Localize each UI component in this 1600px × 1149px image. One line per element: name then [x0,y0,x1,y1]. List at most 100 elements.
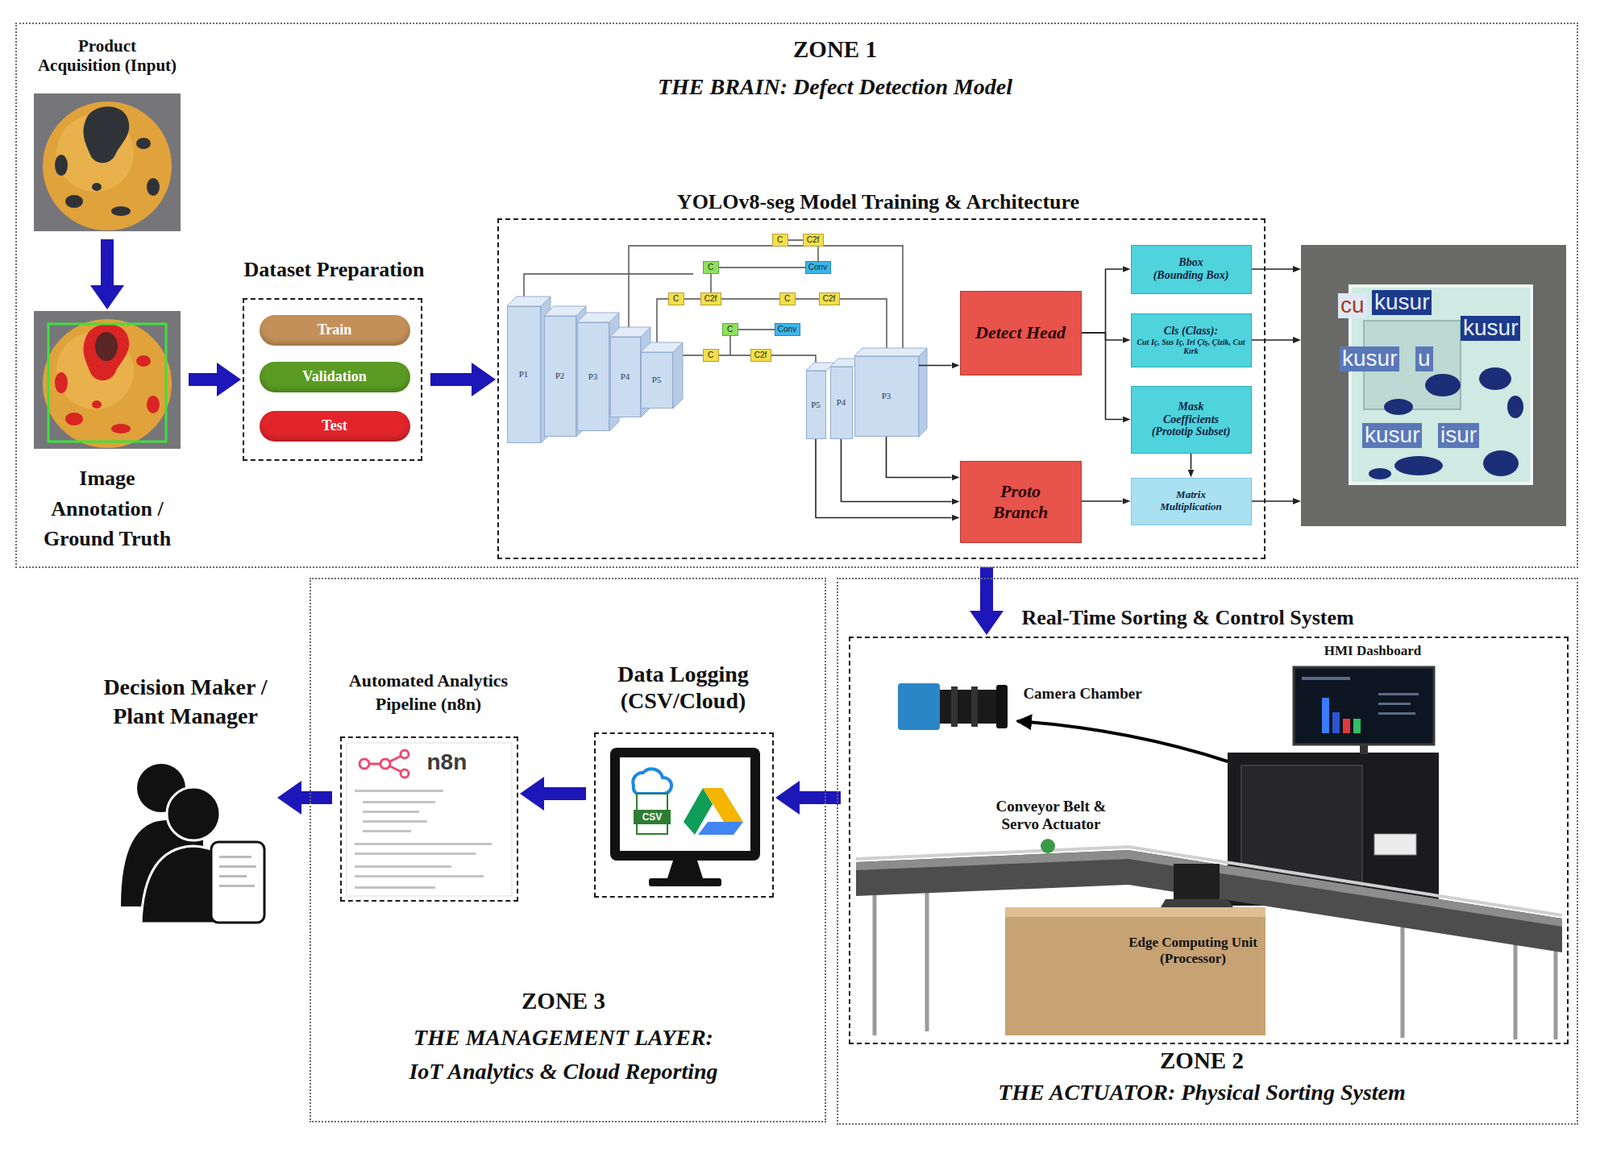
module-box: C [722,323,739,337]
text-holder: Mask Coefficients (Prototip Subset) [1150,400,1232,439]
text-holder: Test [321,417,347,435]
text-holder: IoT Analytics & Cloud Reporting [321,1059,806,1085]
module-label: C [707,262,714,273]
text-holder: kusur [1371,290,1432,316]
data-arrow [841,439,952,503]
sorting-station-photo [1005,910,1266,1036]
split-pill: Validation [259,361,411,393]
data-arrow [1190,453,1193,470]
flow-arrow [799,791,841,805]
flow-arrow [188,373,217,387]
n8n-screenshot [354,865,452,869]
photo-caption: Product Acquisition (Input) [36,36,179,75]
defect-tag: kusur [1371,290,1432,316]
text-holder: THE ACTUATOR: Physical Sorting System [927,1080,1476,1106]
feature-block: P5 [806,370,827,440]
flow-arrow [430,373,472,387]
head-box: Detect Head [960,290,1082,376]
result-photo: cukusurkusurkusurukusurisur [1300,245,1567,527]
monitor-icon [610,748,761,861]
people-icon [219,885,255,888]
text-holder: YOLOv8-seg Model Training & Architecture [612,190,1145,215]
connector-group [107,239,1293,798]
product-photo [65,195,84,208]
text-holder: C [707,350,714,361]
text-holder: C [784,294,790,304]
text-holder: C2f [704,294,718,304]
feature-block: P4 [610,336,641,418]
sorting-station-photo [856,667,1563,1040]
module-box: C [772,233,789,247]
n8n-screenshot [400,769,409,778]
output-label: Cls (Class): [1163,324,1218,338]
split-label: Validation [302,368,366,386]
text-holder: Data Logging (CSV/Cloud) [598,660,769,715]
segmentation-result-photo [1300,245,1567,527]
text-holder: Product Acquisition (Input) [36,36,179,75]
text-holder: Real-Time Sorting & Control System [1022,606,1506,631]
module-box: C [702,261,719,275]
product-photo [42,101,172,231]
data-arrow [1081,500,1123,503]
n8n-screenshot [400,750,409,759]
segmentation-result-photo [1479,367,1512,391]
head-box: Proto Branch [960,461,1082,544]
n8n-screenshot [354,843,492,846]
output-box: Mask Coefficients (Prototip Subset) [1130,386,1252,454]
text-holder: Image Annotation / Ground Truth [36,463,179,555]
people-icon [219,865,257,869]
sorting-station-photo [951,686,958,728]
sorting-station-photo [1293,667,1434,745]
data-arrow [1081,269,1123,333]
monitor-icon [610,748,761,887]
zone-title: THE BRAIN: Defect Detection Model [512,74,1158,100]
data-arrow [815,439,952,519]
sorting-station-photo [996,685,1008,729]
text-holder: C [727,324,733,335]
sorting-station-photo [1378,693,1419,696]
module-label: C2f [754,350,768,361]
sorting-station-photo [897,683,940,731]
n8n-screenshot [362,810,420,814]
label-holder: CSV [633,810,671,825]
input-photo: Product Acquisition (Input) [33,93,181,232]
text-holder: P3 [588,371,599,383]
output-label: Bbox (Bounding Box) [1152,256,1230,282]
head-label: Detect Head [975,322,1066,343]
annotated-photo [42,319,172,449]
class-list: Cut Iç, Sus Iç, Iri Çiş, Çizik, Cut Kırk [1134,337,1248,356]
sorting-station-photo [1160,899,1234,908]
label-holder: Camera Chamber [1014,685,1152,703]
data-arrow [1251,339,1294,341]
n8n-screenshot [362,820,428,823]
text-holder: cu [1338,293,1368,319]
product-photo [111,206,131,217]
layer-label: P5 [810,399,821,411]
panel-heading: Automated Analytics Pipeline (n8n) [324,669,534,717]
feature-block: P3 [577,322,610,432]
annotated-photo [136,355,151,367]
segmentation-result-photo [1300,245,1567,527]
flow-arrow [100,239,114,286]
text-holder: Conv [808,262,828,273]
monitor-icon [702,788,744,823]
text-holder: ZONE 1 [593,36,1077,63]
text-holder: C [707,262,714,273]
module-box: C2f [700,292,722,306]
people-icon [166,787,221,841]
segmentation-result-photo [1507,395,1524,419]
n8n-screenshot [346,743,512,897]
people-icon [219,856,252,859]
file-tag: CSV [633,810,671,825]
module-label: Conv [777,324,797,335]
output-box: Cls (Class):Cut Iç, Sus Iç, Iri Çiş, Çiz… [1130,313,1252,368]
text-holder: C2f [822,294,836,304]
output-label: Matrix Multiplication [1151,489,1232,513]
label-holder: HMI Dashboard [1304,643,1442,660]
zone-panel: ZONE 2THE ACTUATOR: Physical Sorting Sys… [836,577,1579,1126]
text-holder: kusur [1339,346,1400,372]
part-label: Conveyor Belt & Servo Actuator [989,797,1113,834]
text-holder: Bbox (Bounding Box) [1152,256,1230,282]
n8n-screenshot [354,875,484,878]
